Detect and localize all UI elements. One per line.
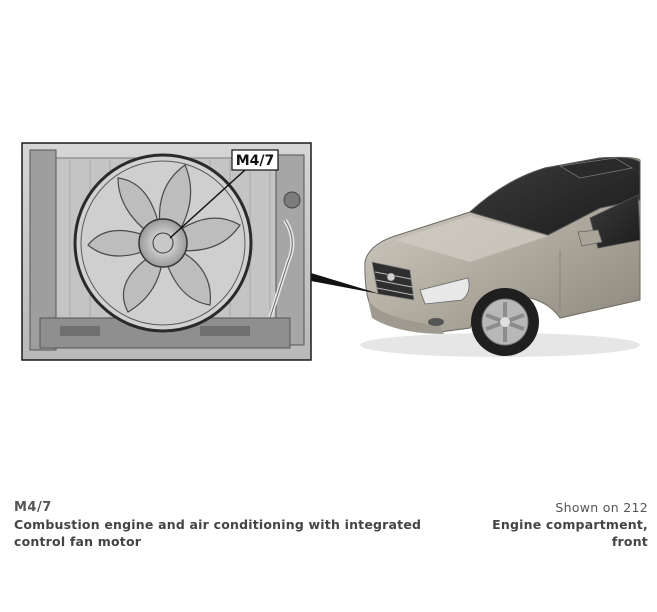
shown-on-reference: Shown on 212 [555,500,648,515]
component-description-line1: Combustion engine and air conditioning w… [14,517,422,532]
component-code: M4/7 [14,500,52,515]
vehicle-illustration [360,156,641,357]
figure-illustration: M4/7 [21,142,641,361]
callout-leader-line [169,169,246,239]
location-line2: front [611,534,648,549]
component-callout-label: M4/7 [236,153,275,169]
figure-caption: M4/7 Combustion engine and air condition… [14,500,648,560]
caption-left: M4/7 Combustion engine and air condition… [14,500,454,550]
location-line1: Engine compartment, [492,517,648,532]
fan-motor-inset: M4/7 [21,142,312,361]
pointer-wedge [311,273,380,294]
component-description-line2: control fan motor [14,534,142,549]
component-location-figure: M4/7 [21,142,641,361]
caption-right: Shown on 212 Engine compartment, front [448,500,648,550]
